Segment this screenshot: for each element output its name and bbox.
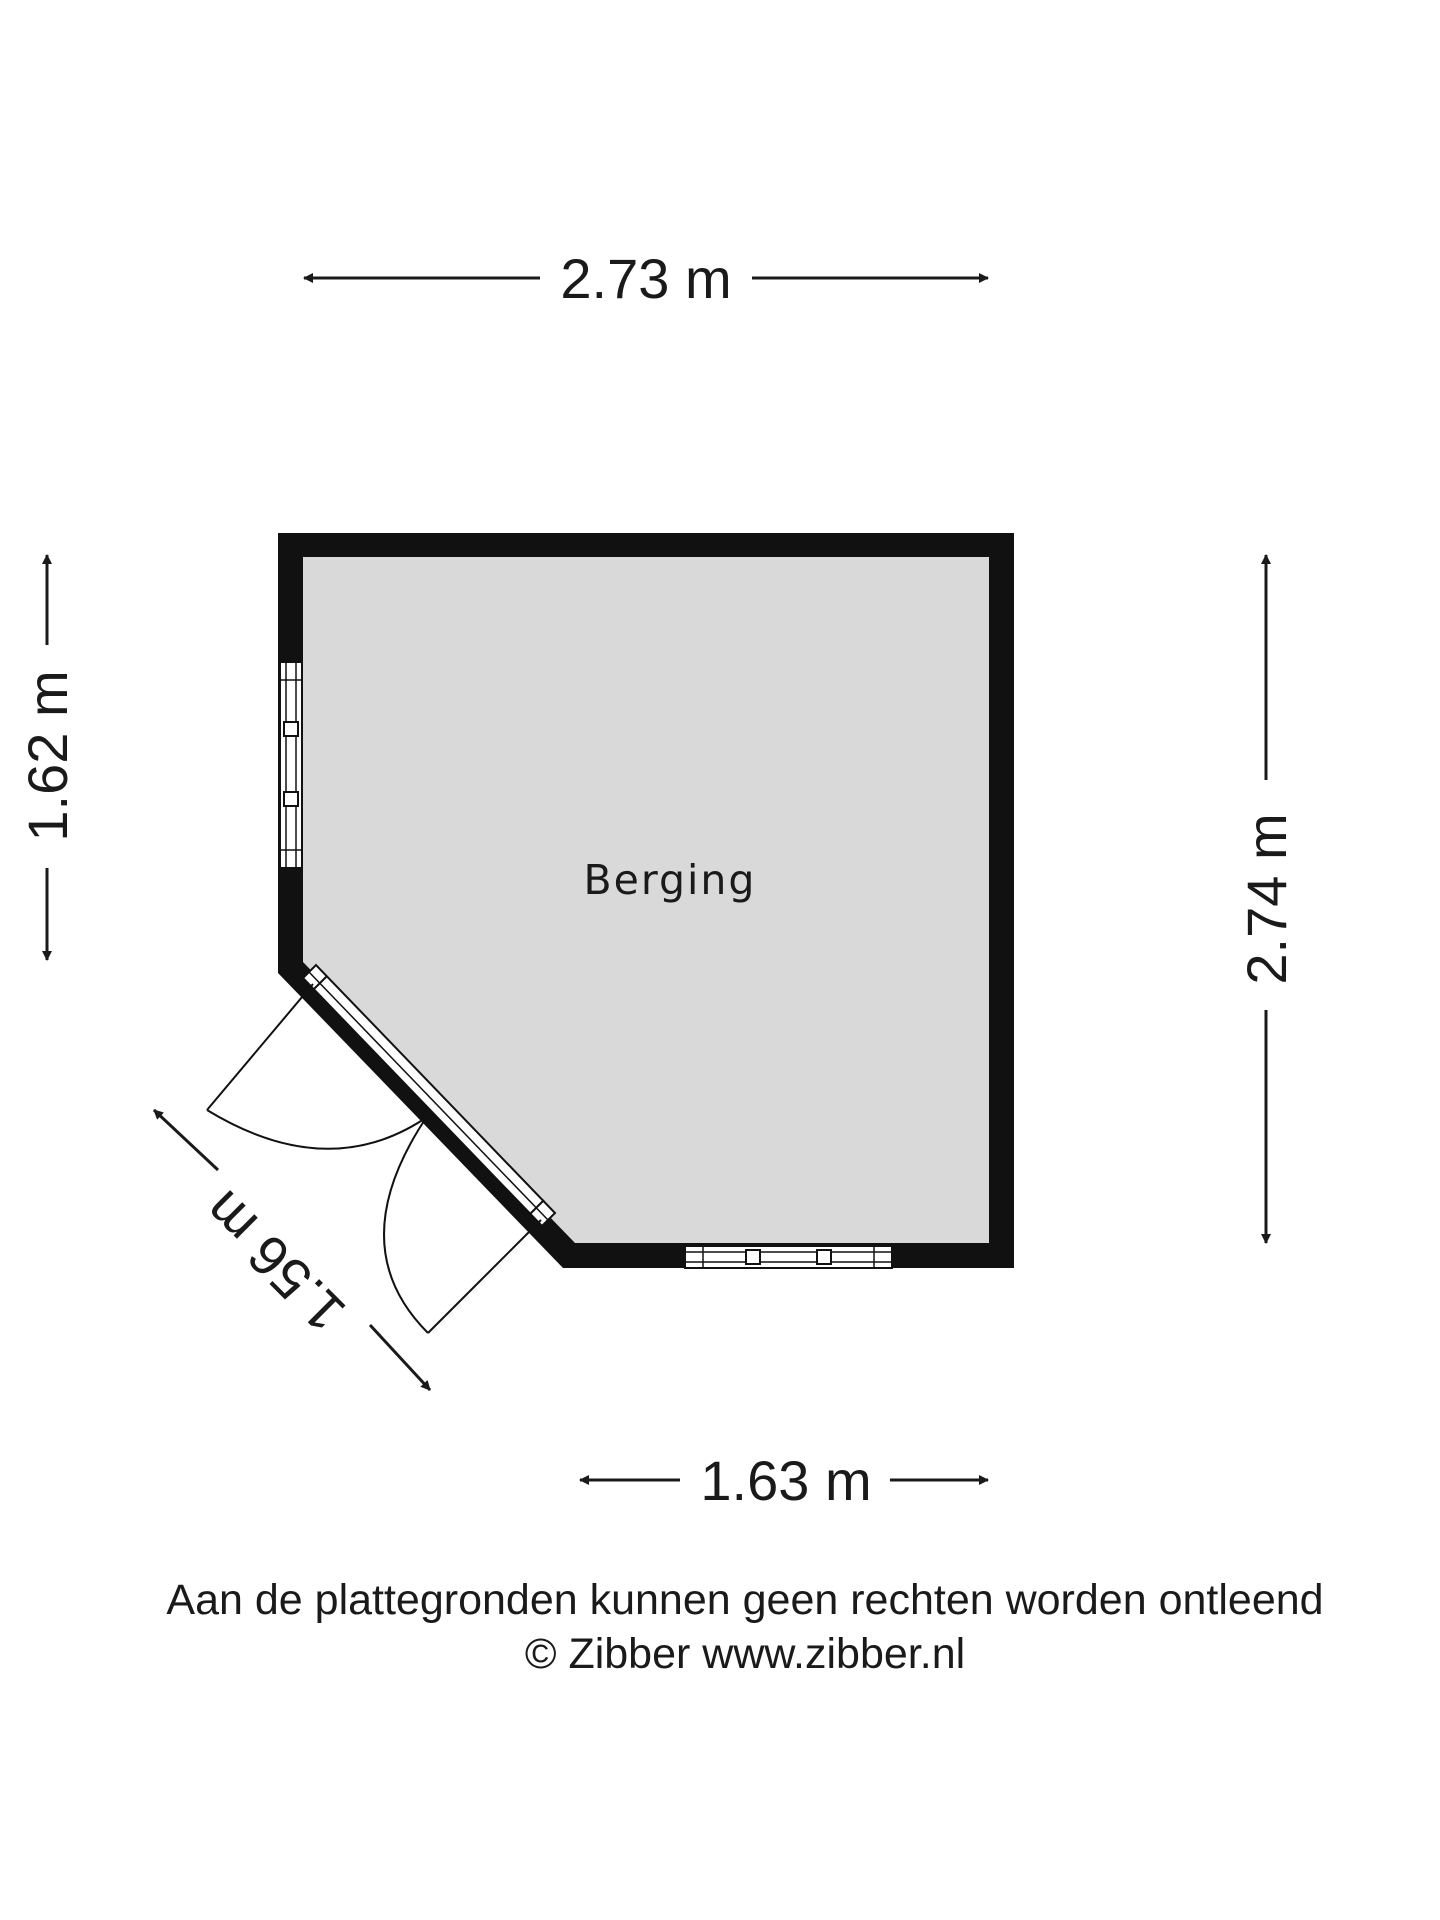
dimension-diagonal: 1.56 m	[152, 1108, 432, 1392]
dimension-bottom-label: 1.63 m	[700, 1449, 871, 1512]
room-floor	[303, 557, 989, 1243]
disclaimer-text: Aan de plattegronden kunnen geen rechten…	[166, 1576, 1324, 1624]
copyright-credit: © Zibber www.zibber.nl	[524, 1630, 966, 1678]
dimension-bottom: 1.63 m	[579, 1449, 989, 1512]
door-double	[206, 963, 557, 1334]
window-bottom	[684, 1245, 893, 1269]
dimension-left: 1.62 m	[16, 554, 79, 961]
room-label: Berging	[584, 856, 757, 904]
dimension-top-label: 2.73 m	[560, 247, 731, 310]
dimension-diagonal-label: 1.56 m	[191, 1179, 357, 1345]
dimension-right: 2.74 m	[1235, 554, 1298, 1244]
dimension-left-label: 1.62 m	[16, 670, 79, 841]
window-left	[279, 661, 303, 869]
dimension-right-label: 2.74 m	[1235, 813, 1298, 984]
dimension-top: 2.73 m	[303, 247, 989, 310]
